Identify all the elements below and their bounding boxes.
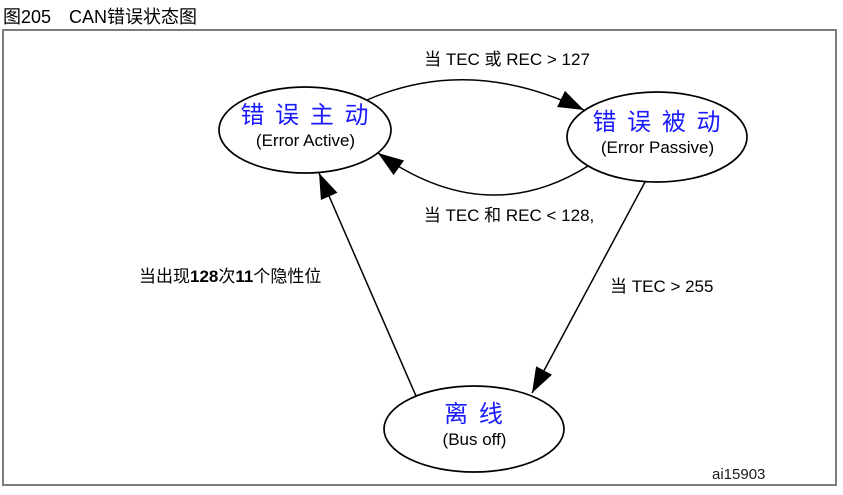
state-bus-off-name-zh: 离 线 <box>444 401 505 428</box>
state-error-active: 错 误 主 动 (Error Active) <box>218 102 393 150</box>
figure-caption: 图205 CAN错误状态图 <box>3 3 197 29</box>
label-part: 当出现 <box>139 267 190 286</box>
figure-title: CAN错误状态图 <box>69 7 198 27</box>
transition-arrow-passive-to-active <box>377 152 589 196</box>
figure-number: 图205 <box>3 7 52 27</box>
transition-arrow-busoff-to-active <box>318 172 417 397</box>
label-part-bold: 11 <box>235 267 254 286</box>
transition-label-passive-to-active: 当 TEC 和 REC < 128, <box>423 206 595 225</box>
state-error-passive: 错 误 被 动 (Error Passive) <box>570 109 745 157</box>
state-ellipse-bus-off <box>383 385 565 473</box>
state-error-active-name-zh: 错 误 主 动 <box>240 102 371 129</box>
state-bus-off-name-en: (Bus off) <box>442 429 507 449</box>
transition-label-active-to-passive: 当 TEC 或 REC > 127 <box>424 50 590 69</box>
state-error-passive-name-en: (Error Passive) <box>600 137 715 157</box>
state-bus-off: 离 线 (Bus off) <box>387 401 562 449</box>
transition-arrow-passive-to-busoff <box>531 181 646 394</box>
label-part: 次 <box>218 267 236 286</box>
label-part: 个隐性位 <box>253 267 322 286</box>
transition-label-passive-to-busoff: 当 TEC > 255 <box>610 277 714 296</box>
figure-watermark: ai15903 <box>712 466 766 483</box>
state-error-active-name-en: (Error Active) <box>255 130 356 150</box>
state-ellipse-error-active <box>218 86 392 174</box>
transition-label-busoff-to-active: 当出现128次11个隐性位 <box>139 262 321 287</box>
transition-arrow-active-to-passive <box>366 79 585 111</box>
state-error-passive-name-zh: 错 误 被 动 <box>592 109 723 136</box>
label-part-bold: 128 <box>190 267 219 286</box>
state-ellipse-error-passive <box>566 91 748 183</box>
